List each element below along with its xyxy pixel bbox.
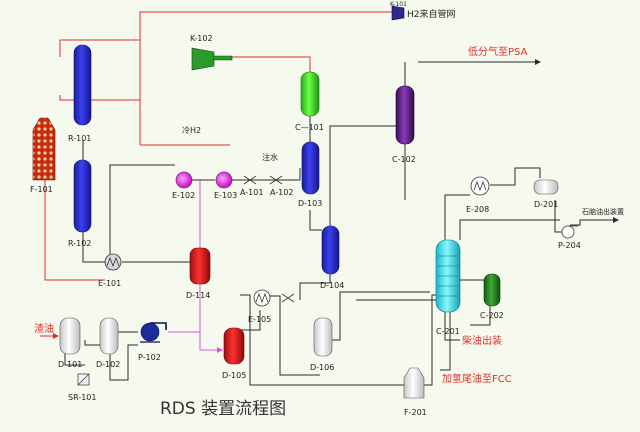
column-c102[interactable] (395, 85, 415, 145)
e208-to-d201-line (490, 167, 541, 186)
label-r102: R-102 (68, 239, 91, 248)
pink-lines (168, 180, 223, 353)
label-r101: R-101 (68, 134, 91, 143)
vessel-d101[interactable] (59, 317, 81, 355)
label-d101: D-101 (58, 360, 82, 369)
label-p102: P-102 (138, 353, 161, 362)
label-d106: D-106 (310, 363, 334, 372)
diesel-out-line (444, 310, 460, 341)
label-diesel-out: 柴油出装 (462, 334, 502, 347)
label-c101: C—101 (295, 123, 324, 132)
k102-discharge-line (232, 56, 311, 72)
r102-outlet-line (82, 232, 105, 263)
label-p204: P-204 (558, 241, 581, 250)
filter-icon[interactable] (77, 373, 90, 386)
c202-bottom-line (470, 305, 491, 326)
air-cooler-icon[interactable] (269, 175, 283, 185)
diagram-title: RDS 装置流程图 (160, 399, 286, 419)
heat-exchanger-icon[interactable] (175, 171, 193, 189)
label-e208: E-208 (466, 205, 489, 214)
label-d105: D-105 (222, 371, 246, 380)
label-naphtha-out: 石脑油出装置 (582, 207, 624, 216)
label-a101: A-101 (240, 188, 263, 197)
label-d103: D-103 (298, 199, 322, 208)
reactor-r101[interactable] (73, 44, 92, 126)
vessel-d102[interactable] (99, 317, 119, 355)
e105-to-f201-line (240, 294, 405, 386)
d104-bottom-line (299, 272, 331, 300)
f201-to-c201-line (420, 294, 440, 386)
label-a102: A-102 (270, 188, 293, 197)
pump-icon[interactable] (140, 322, 167, 343)
reactor-r102[interactable] (73, 159, 92, 233)
label-d104: D-104 (320, 281, 344, 290)
label-feed-oil: 渣油 (34, 322, 54, 335)
label-e103: E-103 (214, 191, 237, 200)
air-cooler-icon[interactable] (243, 175, 257, 185)
label-e102: E-102 (172, 191, 195, 200)
e101-to-e102-line (109, 164, 175, 255)
e101-to-d114-line (122, 248, 201, 263)
oil-to-d105-line (199, 180, 223, 353)
vessel-d104[interactable] (321, 225, 340, 275)
d103-to-d104-line (309, 210, 322, 231)
compressor-icon[interactable] (191, 47, 233, 71)
d102-to-p102-line (109, 340, 138, 381)
vessel-d114[interactable] (189, 247, 211, 285)
label-d201: D-201 (534, 200, 558, 209)
label-k101: K-101 (390, 1, 407, 8)
compressor-icon[interactable] (391, 5, 405, 21)
heat-exchanger-icon[interactable] (470, 176, 490, 196)
heat-exchanger-icon[interactable] (253, 289, 271, 307)
label-c202: C-202 (480, 311, 504, 320)
label-f201: F-201 (404, 408, 427, 417)
label-water-injection: 注水 (262, 152, 278, 162)
label-c102: C-102 (392, 155, 416, 164)
label-h2-supply: H2来自管网 (407, 8, 456, 20)
red-h2-lines (40, 11, 392, 339)
d106-to-c201-line (322, 291, 430, 341)
heat-exchanger-icon[interactable] (104, 253, 122, 271)
label-tail-oil-fcc: 加氢尾油至FCC (442, 372, 512, 385)
stream-labels: H2来自管网 低分气至PSA 冷H2 注水 渣油 石脑油出装置 柴油出装 加氢尾… (34, 8, 624, 385)
air-cooler-icon[interactable] (281, 293, 295, 303)
c201-overhead-line (444, 194, 470, 240)
label-d102: D-102 (96, 360, 120, 369)
h2-to-r101-line (59, 39, 140, 57)
d101-to-d102-line (84, 340, 100, 346)
vessel-d103[interactable] (301, 141, 320, 195)
column-c201[interactable] (435, 239, 461, 313)
column-c202[interactable] (483, 273, 501, 307)
h2-makeup-line (139, 11, 392, 145)
furnace-icon[interactable] (32, 117, 56, 181)
e105-to-d105-line (240, 310, 261, 331)
d105-to-d106-line (270, 295, 320, 376)
tail-oil-line (440, 310, 451, 371)
label-sr101: SR-101 (68, 393, 96, 402)
vessel-d201[interactable] (533, 179, 559, 195)
label-e101: E-101 (98, 279, 121, 288)
reflux-line (459, 219, 560, 240)
naphtha-out-line (570, 217, 619, 226)
label-e105: E-105 (248, 315, 271, 324)
label-k102: K-102 (190, 34, 213, 43)
furnace-return-line (44, 180, 105, 281)
pump-icon[interactable] (561, 225, 578, 239)
column-c101[interactable] (300, 71, 320, 117)
label-f101: F-101 (30, 185, 53, 194)
vessel-d105[interactable] (223, 327, 245, 365)
heat-exchanger-icon[interactable] (215, 171, 233, 189)
label-cold-h2: 冷H2 (182, 125, 201, 135)
equipment-labels: R-101 R-102 F-101 E-101 E-102 E-103 A-10… (30, 1, 581, 417)
label-low-gas-psa: 低分气至PSA (468, 45, 528, 58)
vessel-d106[interactable] (313, 317, 333, 357)
furnace-icon[interactable] (403, 367, 425, 399)
label-c201: C-201 (436, 327, 460, 336)
h2-recycle-line (59, 95, 140, 101)
label-d114: D-114 (186, 291, 210, 300)
